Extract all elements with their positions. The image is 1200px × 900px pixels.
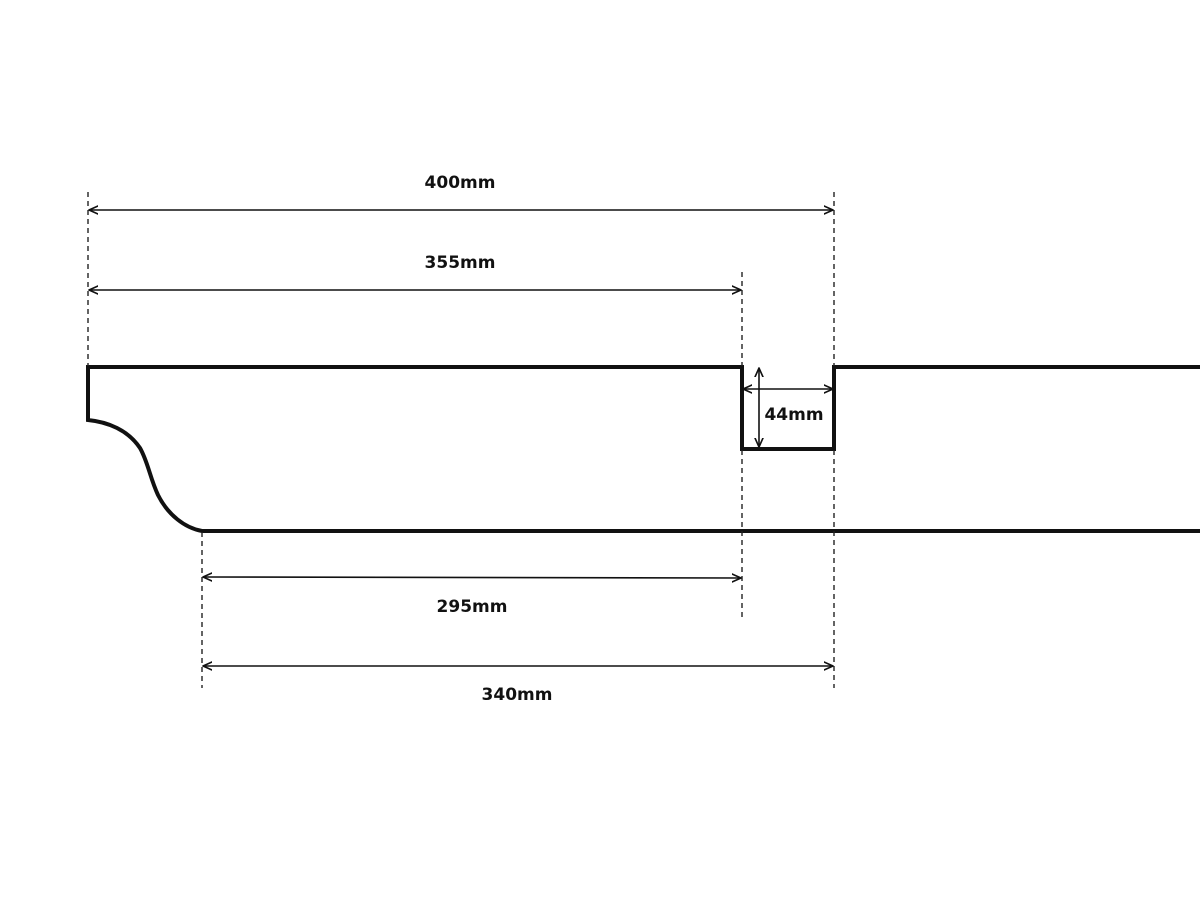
dimension-label-400: 400mm [425,173,496,193]
dimension-label-295: 295mm [437,597,508,617]
dimension-label-340: 340mm [482,685,553,705]
dimension-label-44: 44mm [764,405,823,425]
dimension-label-355: 355mm [425,253,496,273]
board-profile-outline [86,365,1200,533]
dimension-line-295 [203,577,741,578]
